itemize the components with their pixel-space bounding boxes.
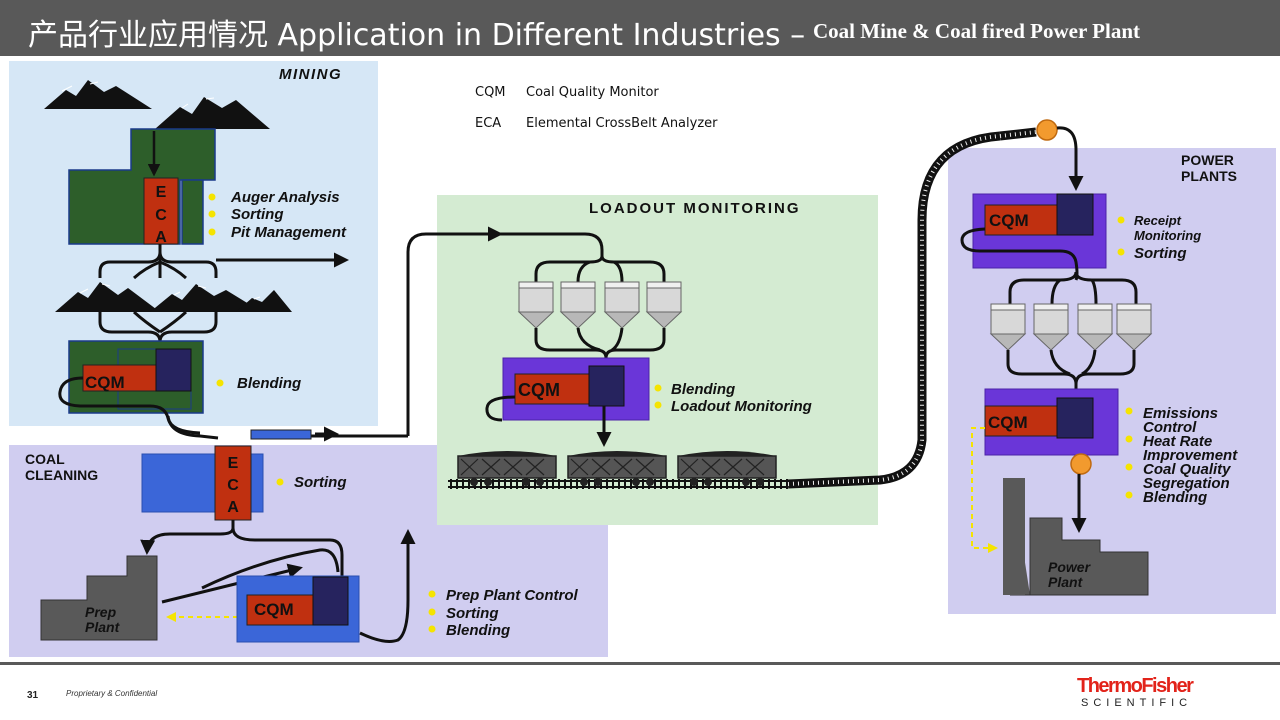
bullet-loadout-monitoring: Loadout Monitoring: [671, 398, 812, 415]
bullet-heat-rate-improvement: Improvement: [1143, 447, 1238, 464]
mining-bullets: Auger Analysis Sorting Pit Management: [208, 189, 347, 241]
footer-divider: [0, 662, 1280, 665]
cqm-analyzer-loadout: [502, 357, 650, 421]
confidential-note: Proprietary & Confidential: [66, 689, 158, 698]
scientific-logo-text: SCIENTIFIC: [1081, 697, 1193, 709]
svg-text:C: C: [155, 207, 167, 224]
receipt-label-1: Receipt: [1134, 213, 1182, 228]
legend-abbr-eca: ECA: [475, 116, 501, 131]
prep-plant-building: [40, 555, 158, 641]
blending-cqm-mining: [68, 340, 204, 414]
bullet-pit-management: Pit Management: [231, 224, 347, 241]
page-subtitle: Coal Mine & Coal fired Power Plant: [813, 19, 1141, 43]
sampler-node: [1036, 119, 1058, 141]
header-bar: 产品行业应用情况 Application in Different Indust…: [0, 0, 1280, 56]
bullet-coal-quality: Coal Quality: [1143, 461, 1231, 478]
svg-text:E: E: [228, 455, 239, 472]
prep-plant-label-1: Prep: [85, 604, 117, 620]
cqm-analyzer-power: [984, 388, 1119, 456]
power-plant-label-2: Plant: [1048, 574, 1084, 590]
power-title-1: POWER: [1181, 152, 1234, 168]
bullet-segregation: Segregation: [1143, 475, 1230, 492]
receipt-label-2: Monitoring: [1134, 228, 1201, 243]
railway-track: [448, 127, 1037, 489]
svg-text:C: C: [227, 477, 239, 494]
bullet-sorting: Sorting: [446, 605, 499, 622]
svg-text:E: E: [156, 184, 167, 201]
cqm-analyzer-cleaning: [236, 575, 360, 643]
power-merge-lines: [1006, 349, 1136, 394]
loadout-split-lines: [534, 255, 666, 283]
cqm-loadout-label: CQM: [518, 380, 560, 400]
bullet-blending-mining: Blending: [237, 375, 301, 392]
mining-title: MINING: [279, 66, 342, 83]
bullet-sorting: Sorting: [231, 206, 284, 223]
coal-pile-icon: [44, 80, 270, 129]
page-number: 31: [27, 690, 39, 701]
eca-analyzer-mining: [143, 177, 179, 245]
cqm-cleaning-label: CQM: [254, 600, 294, 619]
legend-abbr-cqm: CQM: [475, 85, 506, 100]
cleaning-bullets: Prep Plant Control Sorting Blending: [428, 587, 579, 639]
legend-text-cqm: Coal Quality Monitor: [526, 85, 659, 100]
cqm-power-label: CQM: [988, 413, 1028, 432]
bullet-blending-power: Blending: [1143, 489, 1207, 506]
cqm-mining-label: CQM: [85, 373, 125, 392]
power-bullets: Emissions Control Heat Rate Improvement …: [1125, 405, 1238, 506]
legend-text-eca: Elemental CrossBelt Analyzer: [526, 116, 718, 131]
bullet-sorting-cleaning: Sorting: [294, 474, 347, 491]
bullet-blending-loadout: Blending: [671, 381, 735, 398]
cqm-analyzer-receipt: [972, 193, 1107, 269]
thermofisher-logo: ThermoFisher: [1077, 675, 1194, 697]
power-split-lines: [1008, 271, 1138, 305]
bullet-emissions-control: Control: [1143, 419, 1197, 436]
sampler-node: [1070, 453, 1092, 475]
coal-pile-icon: [55, 282, 292, 312]
bullet-blending: Blending: [446, 622, 510, 639]
cleaning-title-2: CLEANING: [25, 467, 98, 483]
cleaning-flow-lines: [140, 520, 416, 643]
power-plant-building: [1003, 478, 1149, 596]
conveyor-belt: [250, 429, 312, 440]
power-plant-label-1: Power: [1048, 559, 1092, 575]
bullet-sorting-power: Sorting: [1134, 245, 1187, 262]
bullet-auger-analysis: Auger Analysis: [230, 189, 340, 206]
svg-text:A: A: [155, 229, 167, 246]
bullet-heat-rate: Heat Rate: [1143, 433, 1212, 450]
bullet-emissions: Emissions: [1143, 405, 1218, 422]
bullet-prep-plant-control: Prep Plant Control: [446, 587, 579, 604]
eca-analyzer-cleaning: [214, 445, 252, 521]
page-title: 产品行业应用情况 Application in Different Indust…: [28, 18, 806, 53]
cleaning-title-1: COAL: [25, 451, 65, 467]
loadout-merge-lines: [534, 327, 666, 366]
prep-plant-label-2: Plant: [85, 619, 121, 635]
mining-conveyor-lines: [98, 244, 218, 350]
power-title-2: PLANTS: [1181, 168, 1237, 184]
cqm-receipt-label: CQM: [989, 211, 1029, 230]
svg-text:A: A: [227, 499, 239, 516]
loadout-title: LOADOUT MONITORING: [589, 200, 801, 217]
